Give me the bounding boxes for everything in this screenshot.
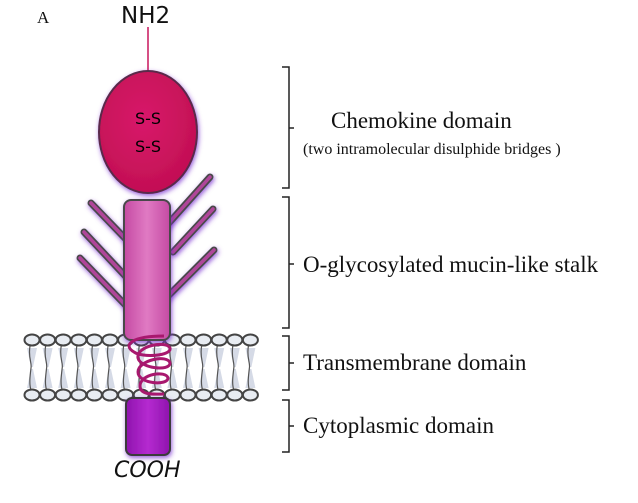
chemokine-domain-label: Chemokine domain (331, 108, 512, 133)
lipid (23, 333, 41, 402)
transmembrane-helix (127, 334, 172, 396)
lipid (163, 333, 181, 402)
chemokine-domain-shape (98, 70, 198, 194)
lipid (54, 333, 72, 402)
lipid (210, 333, 228, 402)
lipid (85, 333, 103, 402)
cytoplasmic-domain-shape (125, 397, 171, 456)
lipid (101, 333, 119, 402)
lipid (39, 333, 57, 402)
disulphide-bridge-1: S-S (135, 109, 161, 128)
lipid (226, 333, 244, 402)
disulphide-bridge-2: S-S (135, 137, 161, 156)
lipid (241, 333, 259, 402)
cytoplasmic-domain-label: Cytoplasmic domain (303, 413, 495, 438)
bracket-chemokine (282, 66, 294, 189)
mucin-stalk-label: O-glycosylated mucin-like stalk (303, 252, 599, 277)
c-terminus-label: COOH (114, 458, 181, 483)
lipid (195, 333, 213, 402)
lipid (117, 333, 135, 402)
lipid (70, 333, 88, 402)
bracket-cytoplasmic (282, 399, 294, 453)
transmembrane-domain-label: Transmembrane domain (303, 350, 527, 375)
lipid (179, 333, 197, 402)
mucin-stalk (123, 199, 171, 341)
panel-label: A (37, 8, 50, 27)
chemokine-domain-note: (two intramolecular disulphide bridges ) (303, 141, 561, 158)
n-terminus-label: NH2 (121, 3, 171, 29)
bracket-transmembrane (282, 335, 294, 391)
bracket-stalk (282, 196, 294, 329)
